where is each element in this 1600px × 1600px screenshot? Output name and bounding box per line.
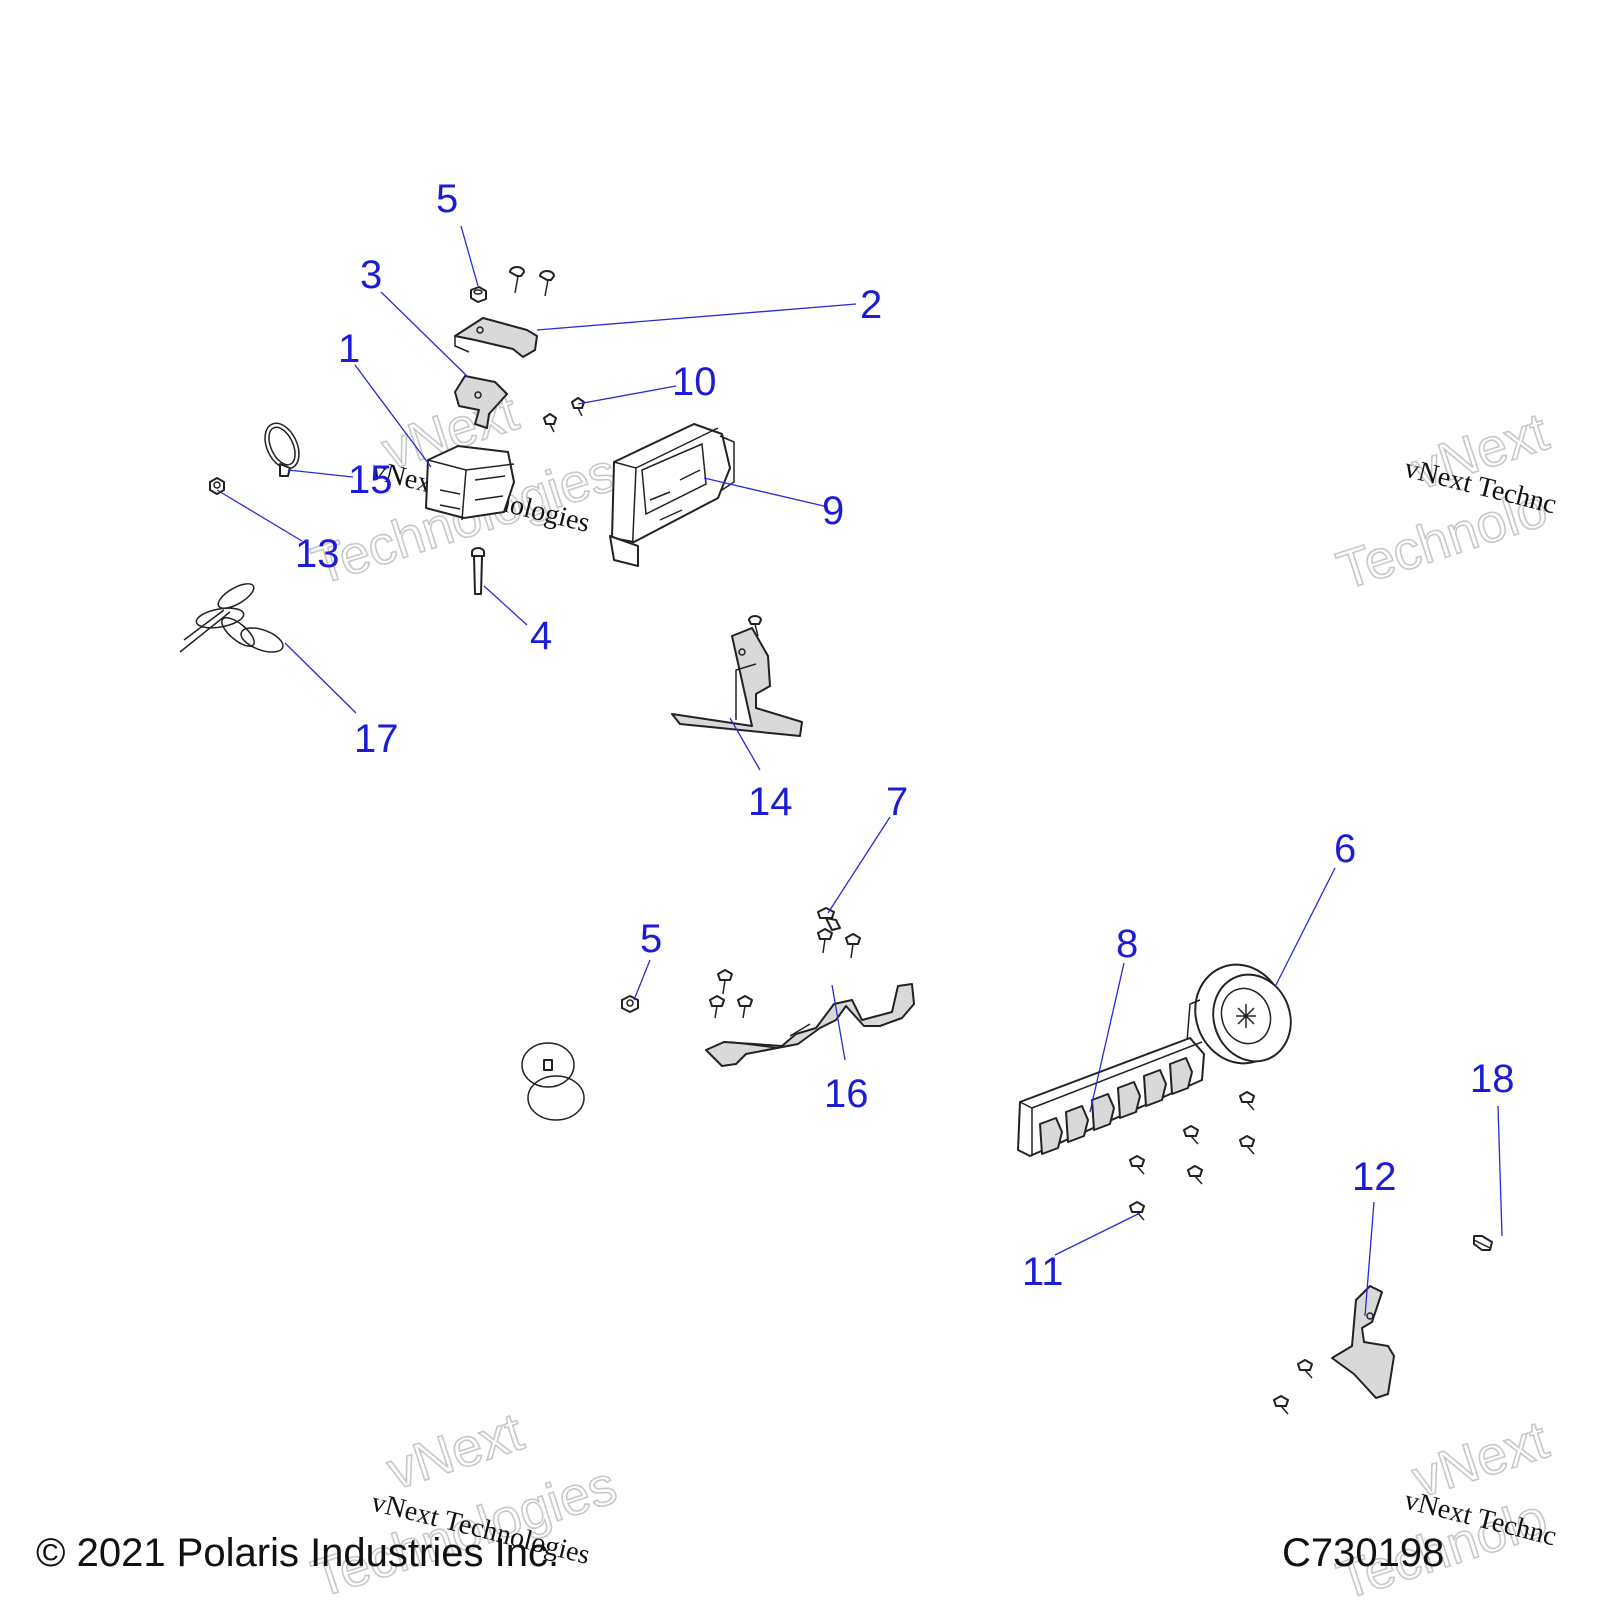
callout-3: 3: [360, 253, 382, 297]
part-17-cable-ties: [179, 583, 284, 653]
callout-14: 14: [748, 780, 793, 824]
part-6-horn: [1185, 963, 1292, 1069]
callout-10: 10: [672, 360, 717, 404]
callout-7: 7: [886, 780, 908, 824]
leader-lines: [216, 225, 1503, 1317]
callout-18: 18: [1470, 1057, 1515, 1101]
part-8-fuse-rail: [1017, 1037, 1205, 1157]
callout-17: 17: [354, 717, 399, 761]
callout-numbers: 5 3 2 1 10 15 9 13 4 17 14 7 6 5 8 16 18…: [295, 177, 1515, 1294]
part-11-screws: [1129, 1091, 1255, 1221]
part-9-ecu-module: [609, 423, 735, 567]
screw-pair-top: [509, 266, 555, 297]
callout-9: 9: [822, 489, 844, 533]
callout-5-middle: 5: [640, 917, 662, 961]
callout-15: 15: [348, 458, 393, 502]
callout-11: 11: [1022, 1250, 1064, 1294]
callout-2: 2: [860, 283, 882, 327]
callout-12: 12: [1352, 1155, 1397, 1199]
copyright-notice: © 2021 Polaris Industries Inc.: [36, 1531, 559, 1575]
part-5-nut-top: [470, 286, 487, 303]
callout-1: 1: [338, 327, 360, 371]
part-12-bracket: [1273, 1285, 1395, 1415]
part-16-bracket: [705, 928, 915, 1067]
watermark-top-right: vNext Technolo vNext Technc: [1329, 401, 1559, 602]
callout-6: 6: [1334, 827, 1356, 871]
part-1-relay-block: [425, 445, 515, 521]
callout-5-top: 5: [436, 177, 458, 221]
part-2-bracket: [454, 317, 538, 358]
part-4-bolt: [471, 547, 485, 595]
part-14-bracket: [671, 615, 803, 737]
part-3-clip: [454, 375, 508, 429]
part-18-bolt: [1473, 1235, 1493, 1251]
part-5-nut-middle: [621, 995, 639, 1013]
callout-4: 4: [530, 614, 552, 658]
part-10-screws: [543, 397, 585, 433]
callout-8: 8: [1116, 922, 1138, 966]
callout-16: 16: [824, 1072, 869, 1116]
part-15-cable-tie: [264, 422, 300, 477]
callout-13: 13: [295, 532, 340, 576]
part-13-nut: [209, 477, 225, 495]
cable-tie-loops-middle: [521, 1042, 585, 1121]
drawing-number: C730198: [1282, 1531, 1444, 1575]
